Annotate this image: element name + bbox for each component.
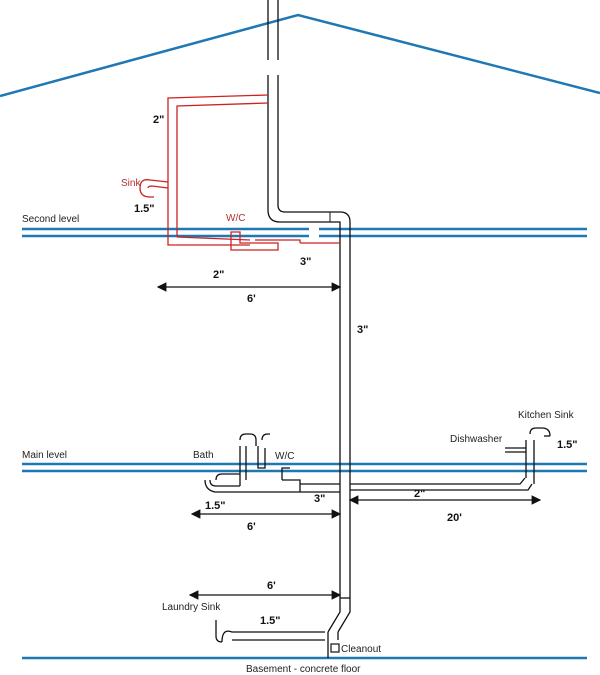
dim-upper-wc-branch: 3"	[300, 256, 311, 268]
label-dishwasher: Dishwasher	[450, 434, 503, 445]
basement-piping	[215, 597, 351, 658]
main-floor-piping	[204, 427, 551, 493]
dim-laundry-branch: 1.5"	[260, 615, 281, 627]
dim-kitchen-branch: 1.5"	[557, 439, 578, 451]
dim-upper-run: 6'	[247, 293, 256, 305]
dim-bath-branch: 1.5"	[205, 500, 226, 512]
upper-floor-piping	[139, 94, 340, 251]
dim-stack: 3"	[357, 324, 368, 336]
label-laundry-sink: Laundry Sink	[162, 602, 221, 613]
label-wc-main: W/C	[275, 451, 294, 462]
dim-main-run: 6'	[247, 521, 256, 533]
label-basement: Basement - concrete floor	[246, 664, 361, 675]
vent-stack	[266, 0, 351, 598]
label-wc-upper: W/C	[226, 213, 245, 224]
label-second-level: Second level	[22, 214, 79, 225]
dim-main-wc-branch: 3"	[314, 493, 325, 505]
dim-kitchen-drain: 2"	[414, 488, 425, 500]
cleanout-icon	[330, 643, 340, 653]
roof-line	[0, 13, 600, 98]
second-floor-lines	[22, 227, 587, 238]
dimension-arrows	[156, 282, 542, 600]
dim-basement-run: 6'	[267, 580, 276, 592]
label-main-level: Main level	[22, 450, 67, 461]
label-sink-upper: Sink	[121, 178, 141, 189]
dim-upper-vent: 2"	[153, 114, 164, 126]
label-bath: Bath	[193, 450, 214, 461]
dim-upper-drain: 2"	[213, 269, 224, 281]
label-kitchen-sink: Kitchen Sink	[518, 410, 575, 421]
dim-upper-sink-branch: 1.5"	[134, 203, 155, 215]
dim-kitchen-run: 20'	[447, 512, 462, 524]
main-floor-lines	[22, 462, 587, 473]
label-cleanout: Cleanout	[341, 644, 381, 655]
